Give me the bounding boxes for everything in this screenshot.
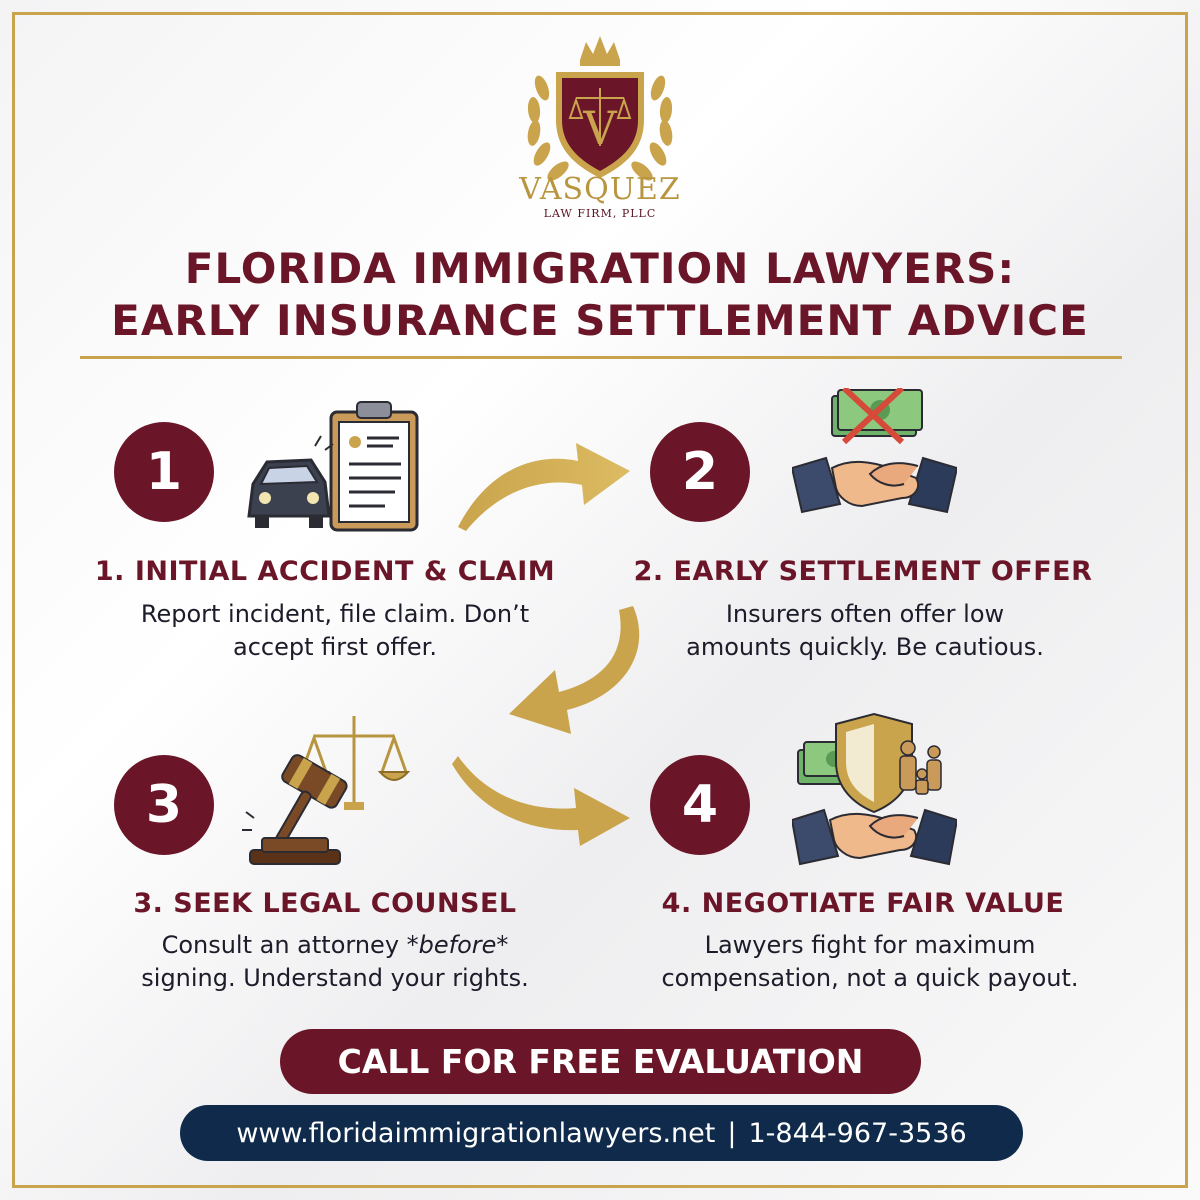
shield-family-handshake-icon [792, 712, 957, 866]
brand-name: VASQUEZ [519, 172, 681, 207]
contact-bar: www.floridaimmigrationlawyers.net | 1-84… [180, 1105, 1023, 1161]
step-2-description: Insurers often offer low amounts quickly… [620, 598, 1110, 664]
gavel-scales-icon [242, 716, 411, 865]
step-2-title: 2. EARLY SETTLEMENT OFFER [633, 556, 1093, 587]
call-free-evaluation-button[interactable]: CALL FOR FREE EVALUATION [280, 1029, 921, 1094]
step-2-desc-line-1: Insurers often offer low [725, 600, 1005, 628]
step-4-title: 4. NEGOTIATE FAIR VALUE [661, 888, 1065, 919]
step-2-number-badge: 2 [650, 422, 750, 522]
arrow-step2-to-step3-icon [509, 606, 640, 734]
step-3-title: 3. SEEK LEGAL COUNSEL [133, 888, 517, 919]
handshake-no-money-icon [792, 388, 957, 514]
crest-letter: V [582, 101, 617, 155]
step-3-desc-emphasis: *before* [406, 931, 509, 959]
step-1-description: Report incident, file claim. Don’t accep… [80, 598, 590, 664]
arrow-step3-to-step4-icon [452, 756, 630, 846]
website-link[interactable]: www.floridaimmigrationlawyers.net [236, 1117, 716, 1149]
step-4-desc-line-2: compensation, not a quick payout. [661, 964, 1079, 992]
page-title: FLORIDA IMMIGRATION LAWYERS: EARLY INSUR… [60, 243, 1140, 347]
step-3-desc-line-2: signing. Understand your rights. [141, 964, 529, 992]
step-1-desc-line-2: accept first offer. [233, 633, 437, 661]
arrow-step1-to-step2-icon [458, 443, 630, 531]
step-3-description: Consult an attorney *before* signing. Un… [80, 929, 590, 995]
step-2-desc-line-2: amounts quickly. Be cautious. [686, 633, 1044, 661]
step-4-desc-line-1: Lawyers fight for maximum [704, 931, 1036, 959]
step-4-number-badge: 4 [650, 755, 750, 855]
step-1-number-badge: 1 [114, 422, 214, 522]
contact-separator: | [727, 1117, 737, 1149]
car-crash-clipboard-icon [247, 401, 419, 532]
step-3-number-badge: 3 [114, 755, 214, 855]
title-divider [80, 356, 1122, 359]
page-frame [12, 12, 1188, 1188]
step-3-desc-line-1-a: Consult an attorney [161, 931, 407, 959]
step-1-title: 1. INITIAL ACCIDENT & CLAIM [94, 556, 556, 587]
title-line-2: EARLY INSURANCE SETTLEMENT ADVICE [111, 296, 1089, 345]
step-4-description: Lawyers fight for maximum compensation, … [610, 929, 1130, 995]
title-line-1: FLORIDA IMMIGRATION LAWYERS: [184, 244, 1016, 293]
brand-subtitle: LAW FIRM, PLLC [543, 207, 657, 220]
step-1-desc-line-1: Report incident, file claim. Don’t [140, 600, 530, 628]
phone-link[interactable]: 1-844-967-3536 [748, 1117, 967, 1149]
law-firm-crest-logo: V [527, 36, 673, 181]
